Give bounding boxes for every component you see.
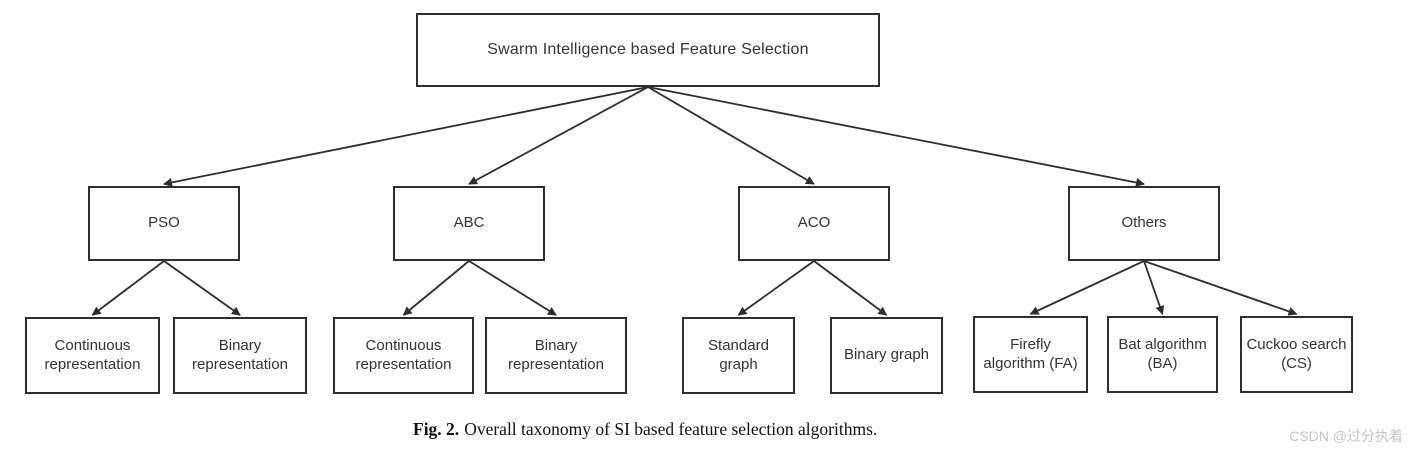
arrow-aco-to-aco-std [737,260,815,316]
node-abc-bin: Binary representation [485,317,627,394]
node-abc: ABC [393,186,545,261]
arrow-others-to-firefly [1029,260,1145,315]
node-aco-bin: Binary graph [830,317,943,394]
node-bat: Bat algorithm (BA) [1107,316,1218,393]
node-root: Swarm Intelligence based Feature Selecti… [416,13,880,87]
figure-number-label: Fig. 2. [413,419,460,439]
arrow-others-to-bat [1143,260,1165,315]
node-pso-bin: Binary representation [173,317,307,394]
arrow-root-to-abc [468,86,649,185]
figure-caption: Fig. 2.Overall taxonomy of SI based feat… [413,419,877,440]
arrow-pso-to-pso-cont [91,260,165,316]
node-others: Others [1068,186,1220,261]
node-pso-cont: Continuous representation [25,317,160,394]
csdn-watermark: CSDN @过分执着 [1289,428,1403,444]
arrow-others-to-cuckoo [1143,260,1298,316]
node-aco-std: Standard graph [682,317,795,394]
arrow-abc-to-abc-cont [402,260,470,316]
node-firefly: Firefly algorithm (FA) [973,316,1088,393]
node-cuckoo: Cuckoo search (CS) [1240,316,1353,393]
node-abc-cont: Continuous representation [333,317,474,394]
arrow-root-to-others [647,86,1145,187]
arrow-aco-to-aco-bin [813,260,888,316]
node-aco: ACO [738,186,890,261]
arrow-root-to-aco [647,86,815,185]
arrow-pso-to-pso-bin [163,260,241,316]
arrow-abc-to-abc-bin [468,260,557,316]
arrow-root-to-pso [163,86,649,187]
node-pso: PSO [88,186,240,261]
figure-caption-text: Overall taxonomy of SI based feature sel… [464,419,878,439]
